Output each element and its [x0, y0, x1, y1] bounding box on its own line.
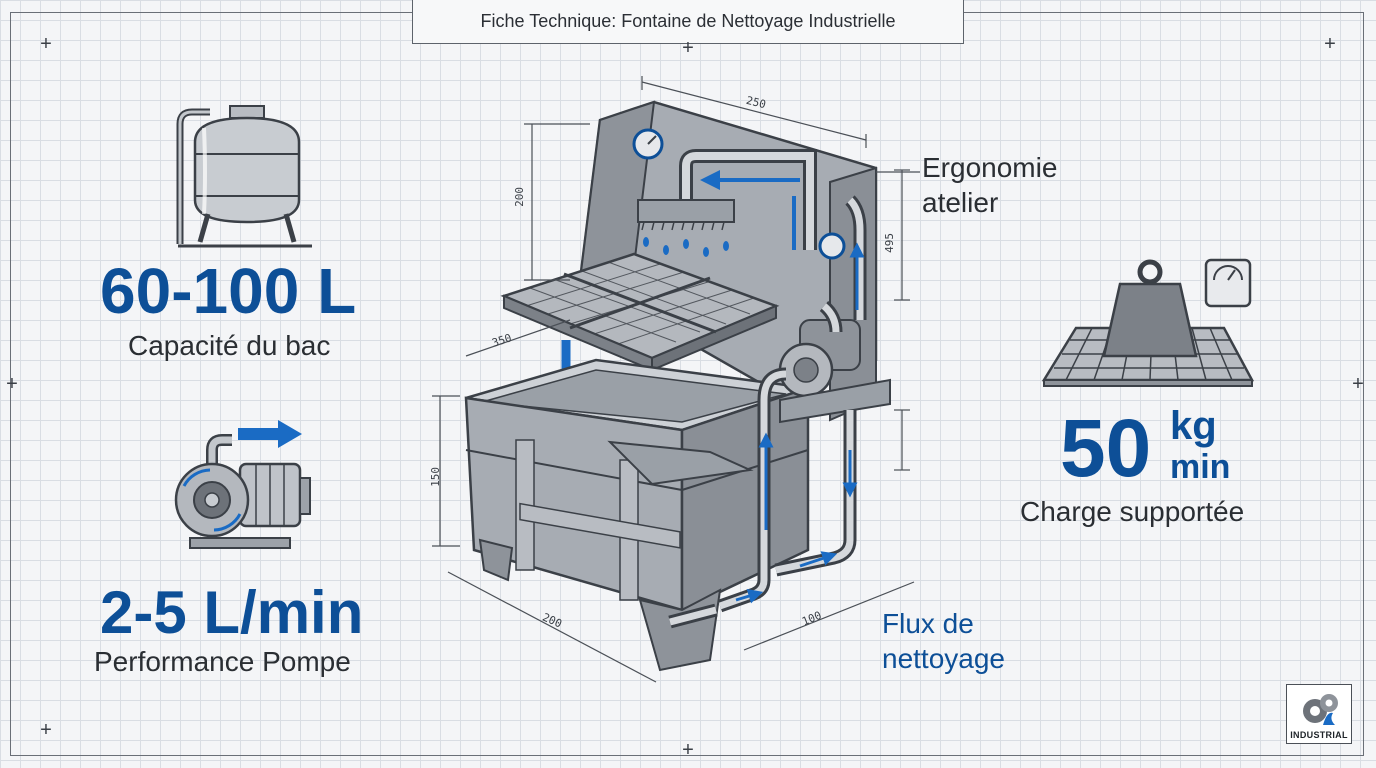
- load-value: 50: [1060, 403, 1152, 494]
- crosshair-mark: +: [40, 719, 52, 741]
- crosshair-mark: +: [40, 33, 52, 55]
- dimension-tank-height: 150: [429, 466, 443, 487]
- crosshair-mark: +: [6, 373, 18, 395]
- pump-label: Performance Pompe: [94, 646, 351, 677]
- load-unit-top: kg: [1170, 404, 1217, 448]
- badge-label: INDUSTRIAL: [1290, 730, 1348, 740]
- dimension-backboard-height: 200: [513, 186, 527, 207]
- crosshair-mark: +: [682, 37, 694, 59]
- ergonomics-leader-line: [876, 171, 920, 173]
- flow-callout: Flux de nettoyage: [882, 606, 1005, 676]
- gear-icon: [1303, 694, 1338, 725]
- ergonomics-callout: Ergonomie atelier: [922, 150, 1057, 220]
- flow-callout-text: Flux de nettoyage: [882, 608, 1005, 674]
- cleaning-fountain-illustration: [432, 76, 915, 683]
- industrial-badge: INDUSTRIAL: [1286, 684, 1352, 744]
- crosshair-mark: +: [1324, 33, 1336, 55]
- weight-on-grate-icon: [1041, 258, 1255, 387]
- pump-icon: [174, 420, 311, 549]
- ergonomics-callout-text: Ergonomie atelier: [922, 152, 1058, 218]
- dimension-side-height: 495: [883, 232, 897, 253]
- capacity-value: 60-100 L: [100, 255, 357, 327]
- tank-icon: [176, 105, 312, 248]
- load-unit-bottom: min: [1170, 448, 1231, 486]
- pump-value: 2-5 L/min: [100, 579, 364, 646]
- page-title: Fiche Technique: Fontaine de Nettoyage I…: [412, 0, 964, 44]
- crosshair-mark: +: [1352, 373, 1364, 395]
- crosshair-mark: +: [682, 739, 694, 761]
- load-label: Charge supportée: [1020, 496, 1245, 527]
- capacity-label: Capacité du bac: [128, 330, 331, 361]
